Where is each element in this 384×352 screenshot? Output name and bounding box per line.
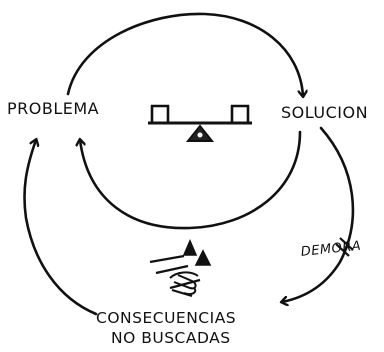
arrow-problem-to-solution: [68, 14, 303, 96]
node-consequences-label-line2: NO BUSCADAS: [111, 329, 231, 347]
arrow-solution-to-consequences: [282, 128, 353, 302]
balance-scale-icon: [148, 106, 252, 141]
node-problem-label: PROBLEMA: [7, 99, 100, 118]
delay-mark: [340, 238, 353, 250]
arrow-solution-to-problem: [80, 132, 300, 228]
arrow-consequences-to-problem: [24, 140, 96, 314]
hand-with-hourglass-icon: [150, 241, 210, 296]
node-consequences-label-line1: CONSECUENCIAS: [96, 309, 237, 327]
delay-mark: [336, 244, 349, 256]
node-solution-label: SOLUCION: [281, 103, 369, 122]
